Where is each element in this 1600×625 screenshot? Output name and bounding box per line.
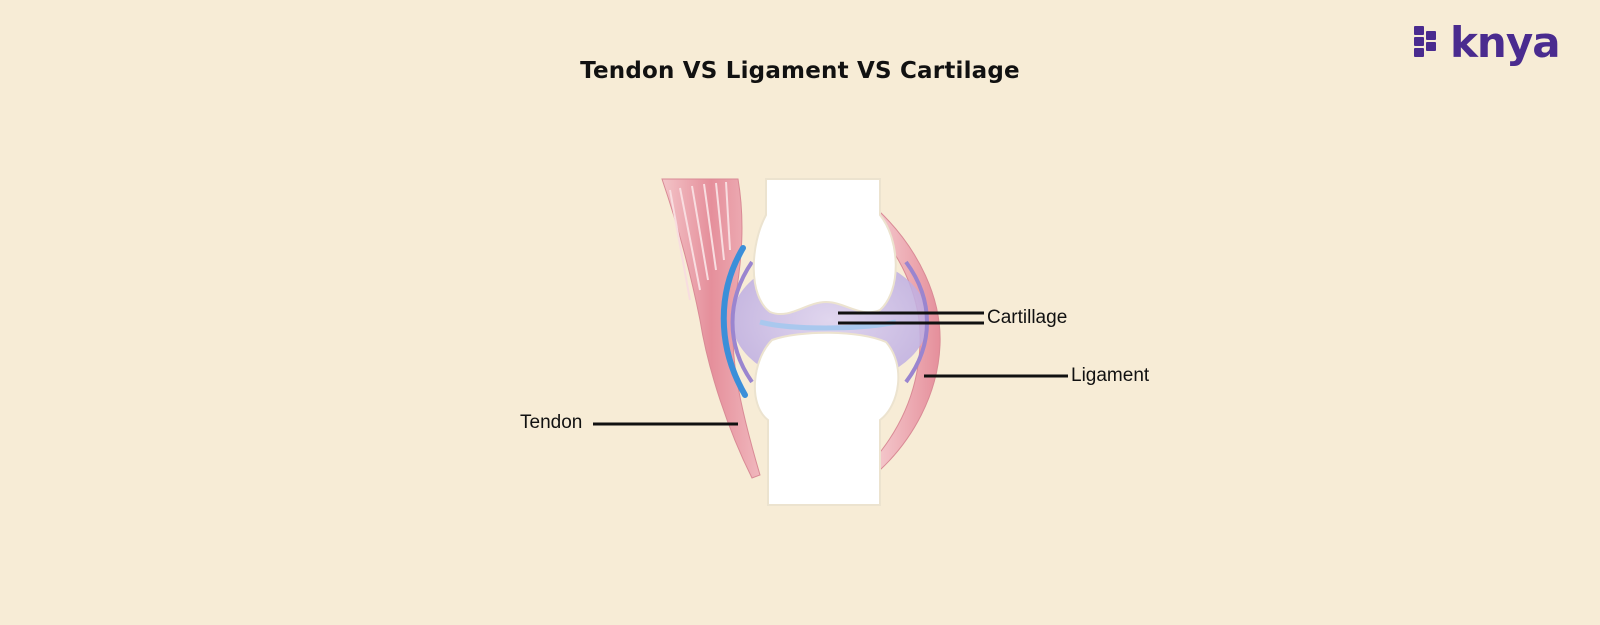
tendon-label: Tendon bbox=[520, 412, 583, 433]
diagram-title: Tendon VS Ligament VS Cartilage bbox=[580, 58, 1020, 84]
knya-logo: knya bbox=[1410, 18, 1561, 72]
femur-bone bbox=[752, 178, 897, 315]
cartilage-label: Cartillage bbox=[987, 307, 1068, 328]
tendon-arc bbox=[720, 245, 748, 398]
tibia-bone bbox=[754, 331, 900, 506]
knya-wordmark: knya bbox=[1450, 18, 1561, 67]
leader-lines bbox=[593, 311, 1068, 426]
ligament-label: Ligament bbox=[1071, 365, 1150, 386]
knya-logo-icon bbox=[1414, 26, 1436, 57]
muscle-left bbox=[661, 178, 761, 479]
